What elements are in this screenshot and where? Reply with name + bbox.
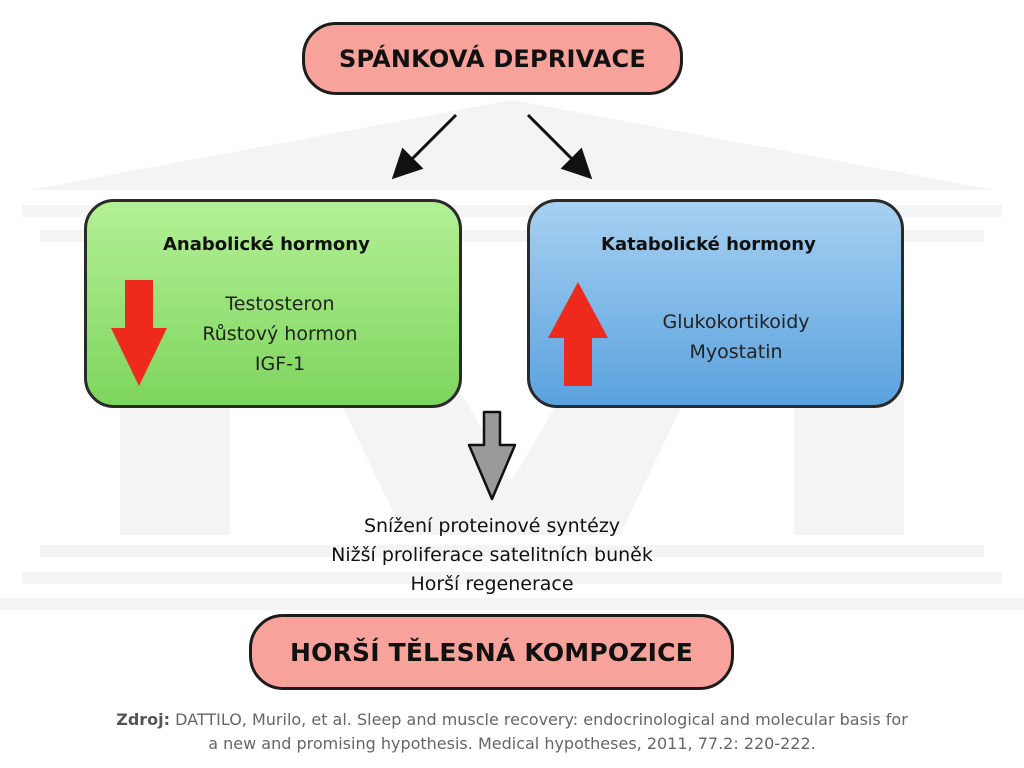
effect-item: Snížení proteinové syntézy — [363, 515, 621, 537]
anabolic-list: Testosteron Růstový hormon IGF-1 — [183, 289, 377, 379]
catabolic-hormones-box: Katabolické hormony Glukokortikoidy Myos… — [527, 199, 904, 408]
worse-body-composition-node: HORŠÍ TĚLESNÁ KOMPOZICE — [249, 614, 734, 690]
increase-arrow-icon — [548, 282, 608, 386]
anabolic-item: Testosteron — [225, 293, 335, 315]
anabolic-title: Anabolické hormony — [163, 234, 370, 255]
source-line-1: DATTILO, Murilo, et al. Sleep and muscle… — [175, 710, 908, 729]
catabolic-item: Glukokortikoidy — [662, 311, 810, 333]
catabolic-list: Glukokortikoidy Myostatin — [626, 307, 846, 367]
source-citation: Zdroj: DATTILO, Murilo, et al. Sleep and… — [0, 708, 1024, 756]
effect-item: Horší regenerace — [410, 573, 574, 595]
decrease-arrow-icon — [111, 280, 167, 386]
source-line-2: a new and promising hypothesis. Medical … — [208, 734, 816, 753]
effect-item: Nižší proliferace satelitních buněk — [331, 544, 653, 566]
anabolic-item: IGF-1 — [254, 353, 306, 375]
anabolic-hormones-box: Anabolické hormony Testosteron Růstový h… — [84, 199, 462, 408]
catabolic-title: Katabolické hormony — [601, 234, 816, 255]
source-label: Zdroj: — [116, 710, 171, 729]
sleep-deprivation-node: SPÁNKOVÁ DEPRIVACE — [302, 22, 683, 95]
catabolic-item: Myostatin — [689, 341, 783, 363]
effects-list: Snížení proteinové syntézy Nižší prolife… — [250, 512, 734, 599]
anabolic-item: Růstový hormon — [202, 323, 358, 345]
